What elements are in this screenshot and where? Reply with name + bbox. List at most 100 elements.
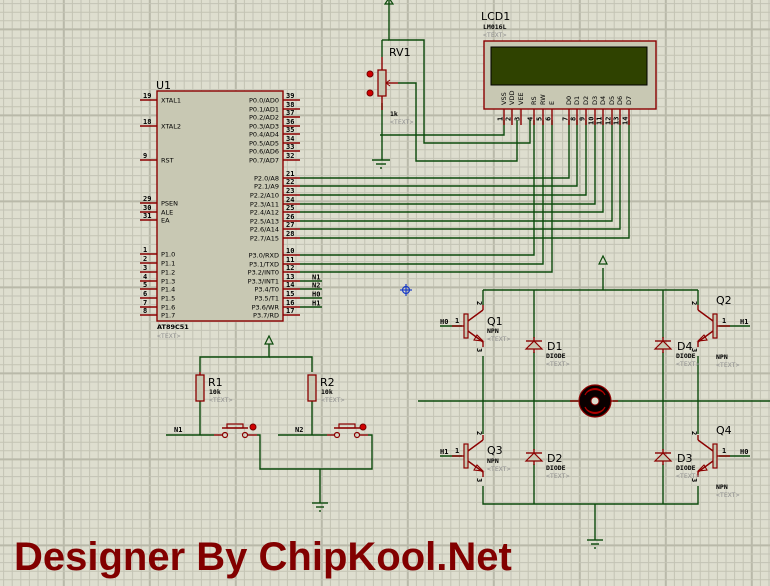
pin-number: 3 xyxy=(690,348,698,352)
push-button-1-toggle[interactable] xyxy=(249,423,257,431)
pin-label: P2.4/A12 xyxy=(250,209,279,217)
push-button-2[interactable] xyxy=(327,423,368,439)
push-button-2-toggle[interactable] xyxy=(359,423,367,431)
r1-ref: R1 xyxy=(208,376,223,389)
pin-label: P3.0/RXD xyxy=(249,252,279,260)
pin-number: 7 xyxy=(562,117,570,121)
lcd-pin-d1[interactable]: 8D1 xyxy=(570,96,582,125)
rv1-potentiometer[interactable]: RV1 1k <TEXT> xyxy=(366,46,414,126)
lcd-pin-d2[interactable]: 9D2 xyxy=(579,96,591,125)
pin-label: P1.3 xyxy=(161,278,175,286)
u1-pin-p1-5[interactable]: 6P1.5 xyxy=(140,290,175,303)
pin-label: E xyxy=(548,101,556,105)
lcd-pin-d0[interactable]: 7 D0 xyxy=(562,96,574,125)
u1-microcontroller[interactable]: U1 AT89C51 <TEXT> 19XTAL118XTAL29RST29PS… xyxy=(140,79,320,340)
u1-pin-p1-0[interactable]: 1P1.0 xyxy=(140,246,175,259)
transistor-text: <TEXT> xyxy=(487,335,511,343)
vcc-icon xyxy=(598,254,608,265)
diode-text: <TEXT> xyxy=(546,360,570,368)
r1-resistor[interactable]: R1 10k <TEXT> xyxy=(195,372,233,404)
u1-pin-p1-7[interactable]: 8P1.7 xyxy=(140,307,175,320)
rv1-decrement-button[interactable] xyxy=(366,89,374,97)
lcd-part: LM016L xyxy=(483,23,507,31)
pin-label: P2.7/A15 xyxy=(250,235,279,243)
u1-pin-p1-1[interactable]: 2P1.1 xyxy=(140,255,175,268)
pin-number: 1 xyxy=(722,317,726,325)
lcd-pin-rw[interactable]: 5RW xyxy=(536,94,548,125)
dc-motor[interactable] xyxy=(570,384,618,418)
u1-body[interactable] xyxy=(156,90,284,322)
pin-label: VDD xyxy=(508,91,516,105)
pin-label: D0 xyxy=(565,96,573,105)
lcd-screen xyxy=(490,46,648,86)
u1-pin-p1-4[interactable]: 5P1.4 xyxy=(140,281,175,294)
lcd-module[interactable]: LCD1 LM016L <TEXT> 1VSS2VDD3VEE4RS5RW6E7… xyxy=(481,10,657,125)
wire-e xyxy=(300,120,553,273)
r2-resistor[interactable]: R2 10k <TEXT> xyxy=(307,374,345,404)
rv1-increment-button[interactable] xyxy=(366,70,374,78)
pin-label: P2.3/A11 xyxy=(250,201,279,209)
lcd-pin-rs[interactable]: 4RS xyxy=(527,96,539,125)
u1-pin-p1-6[interactable]: 7P1.6 xyxy=(140,299,175,312)
wire-sw-gnd xyxy=(257,434,373,470)
lcd-pin-e[interactable]: 6E xyxy=(545,101,557,125)
u1-pin-p1-2[interactable]: 3P1.2 xyxy=(140,264,175,277)
u1-pin-p1-3[interactable]: 4P1.3 xyxy=(140,273,175,286)
push-button-1[interactable] xyxy=(214,423,257,439)
pin-number: 14 xyxy=(286,281,294,289)
pin-number: 1 xyxy=(497,117,505,121)
pin-number: 10 xyxy=(588,117,596,125)
transistor-ref: Q1 xyxy=(487,315,503,328)
pin-number: 30 xyxy=(143,204,151,212)
